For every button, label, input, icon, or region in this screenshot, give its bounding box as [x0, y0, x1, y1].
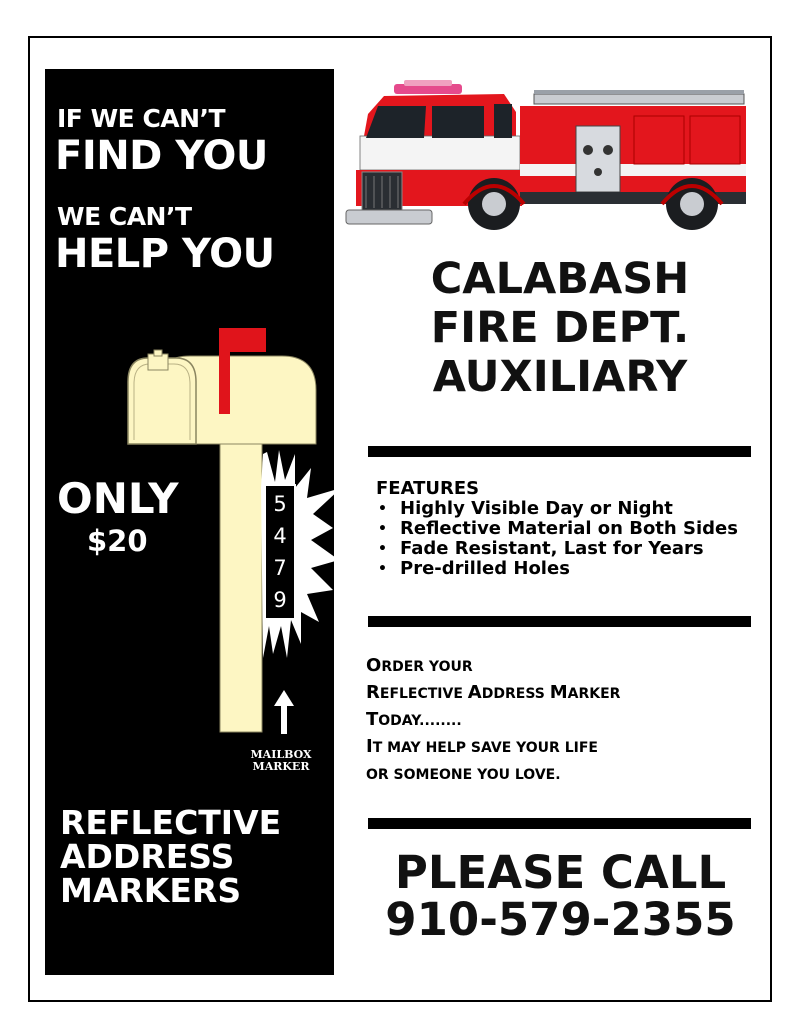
reflective-line-2: ADDRESS [60, 837, 235, 876]
feature-item: •Highly Visible Day or Night [378, 498, 673, 519]
order-line-2: REFLECTIVE ADDRESS MARKER [366, 682, 621, 703]
order-line-3: TODAY........ [366, 709, 462, 730]
divider-rule [368, 446, 751, 457]
feature-item: •Pre-drilled Holes [378, 558, 570, 579]
mailbox-marker-label: MAILBOX MARKER [246, 749, 316, 773]
order-line-4: IT MAY HELP SAVE YOUR LIFE [366, 736, 598, 757]
please-call-label: PLEASE CALL [394, 846, 727, 899]
up-arrow-icon [274, 690, 294, 734]
mailbox-label-line-1: MAILBOX [250, 748, 312, 761]
features-title: FEATURES [376, 478, 480, 499]
address-marker-digits: 5 4 7 9 [264, 484, 296, 620]
divider-rule [368, 616, 751, 627]
reflective-line-3: MARKERS [60, 871, 242, 910]
fire-truck-image [345, 80, 746, 230]
reflective-line-1: REFLECTIVE [60, 803, 282, 842]
features-list: FEATURES •Highly Visible Day or Night •R… [376, 479, 738, 579]
org-line-2: FIRE DEPT. [430, 303, 690, 353]
feature-item: •Reflective Material on Both Sides [378, 518, 738, 539]
price-only-label: ONLY [57, 474, 179, 523]
price-label: $20 [87, 524, 148, 558]
order-line-1: ORDER YOUR [366, 655, 473, 676]
feature-item: •Fade Resistant, Last for Years [378, 538, 704, 559]
marker-digit: 9 [273, 588, 287, 612]
flyer-frame [28, 36, 772, 1002]
marker-digit: 7 [273, 556, 287, 580]
org-line-3: AUXILIARY [432, 352, 688, 402]
mailbox-label-line-2: MARKER [252, 760, 310, 773]
order-message: ORDER YOUR REFLECTIVE ADDRESS MARKER TOD… [366, 653, 620, 788]
reflective-markers-title: REFLECTIVE ADDRESS MARKERS [60, 806, 330, 908]
headline-line-1: IF WE CAN’T [57, 104, 226, 133]
org-line-1: CALABASH [430, 254, 690, 304]
headline-line-3: WE CAN’T [57, 202, 192, 231]
order-line-5: OR SOMEONE YOU LOVE. [366, 767, 561, 783]
marker-digit: 4 [273, 524, 287, 548]
organization-name: CALABASH FIRE DEPT. AUXILIARY [370, 255, 750, 402]
headline-line-2: FIND YOU [55, 133, 268, 179]
phone-number[interactable]: 910-579-2355 [385, 893, 736, 946]
divider-rule [368, 818, 751, 829]
mailbox-icon [127, 328, 317, 733]
headline-line-4: HELP YOU [55, 231, 275, 277]
marker-digit: 5 [273, 492, 287, 516]
